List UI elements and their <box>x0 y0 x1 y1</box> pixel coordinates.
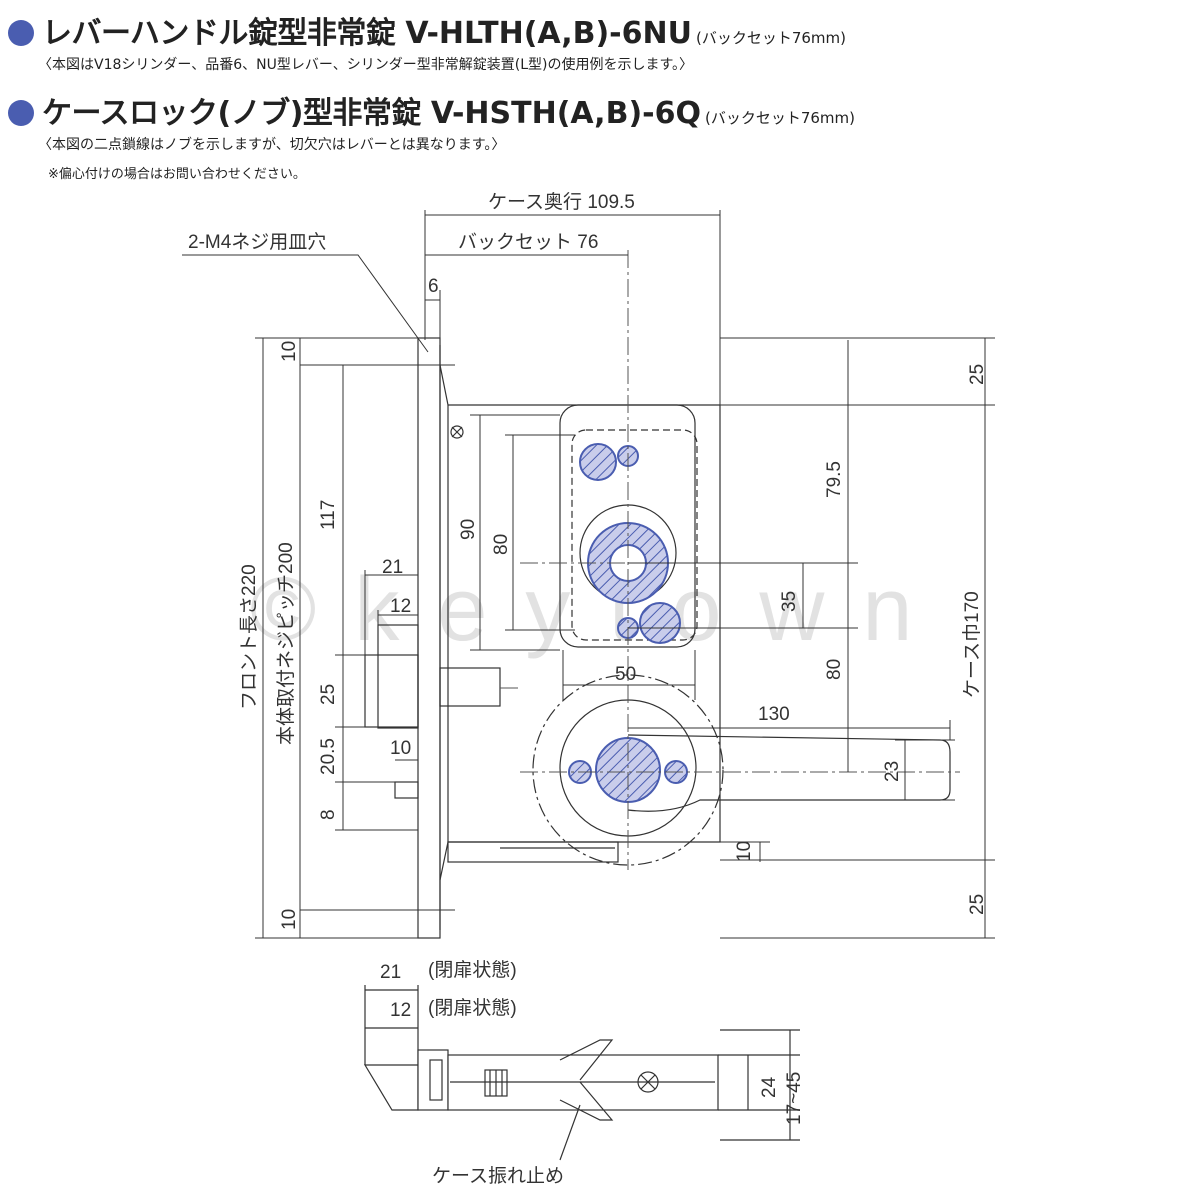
header-note: ※偏心付けの場合はお問い合わせください。 <box>48 167 306 182</box>
label-24: 24 <box>759 1076 780 1098</box>
case-body <box>364 404 951 866</box>
label-12: 12 <box>390 596 411 617</box>
label-anti-swing: ケース振れ止め <box>432 1165 564 1187</box>
label-b21-note: (閉扉状態) <box>428 959 517 981</box>
label-b12: 12 <box>390 1000 411 1021</box>
dimension-lines <box>182 210 995 939</box>
label-8: 8 <box>318 809 339 820</box>
label-25-right-top: 25 <box>967 364 988 385</box>
center-lines <box>500 250 960 870</box>
label-front-length: フロント長さ220 <box>239 564 260 710</box>
section-view <box>363 985 800 1161</box>
label-10-top: 10 <box>279 341 300 362</box>
product-subtitle-1: 〈本図はV18シリンダー、品番6、NU型レバー、シリンダー型非常解錠装置(L型)… <box>38 57 694 73</box>
label-b21: 21 <box>380 962 401 983</box>
bullet-icon <box>8 20 34 46</box>
front-plate <box>417 337 721 939</box>
label-20-5: 20.5 <box>318 738 339 775</box>
product-title-1: レバーハンドル錠型非常錠 <box>42 16 396 51</box>
label-10-bottom: 10 <box>279 909 300 930</box>
label-case-width: ケース巾170 <box>961 591 983 698</box>
label-screw-hole: 2-M4ネジ用皿穴 <box>188 231 326 253</box>
backset-note-1: (バックセット76mm) <box>695 29 846 47</box>
product-title-2: ケースロック(ノブ)型非常錠 <box>42 96 421 131</box>
label-23: 23 <box>882 761 903 782</box>
label-b12-note: (閉扉状態) <box>428 997 517 1019</box>
label-10-right: 10 <box>734 841 755 862</box>
label-17-45: 17~45 <box>784 1072 805 1125</box>
label-25-left: 25 <box>318 684 339 705</box>
label-35: 35 <box>779 591 800 612</box>
label-130: 130 <box>758 704 790 725</box>
product-subtitle-2: 〈本図の二点鎖線はノブを示しますが、切欠穴はレバーとは異なります。〉 <box>38 137 506 153</box>
header-line-1: レバーハンドル錠型非常錠 V-HLTH(A,B)-6NU (バックセット76mm… <box>0 8 1200 74</box>
label-25-right-bottom: 25 <box>967 894 988 915</box>
label-50: 50 <box>615 664 636 685</box>
product-code-2: V-HSTH(A,B)-6Q <box>430 96 701 131</box>
label-79-5: 79.5 <box>824 461 845 498</box>
header-line-2: ケースロック(ノブ)型非常錠 V-HSTH(A,B)-6Q (バックセット76m… <box>0 88 1200 154</box>
label-case-depth: ケース奥行 109.5 <box>488 191 635 213</box>
bullet-icon <box>8 100 34 126</box>
product-code-1: V-HLTH(A,B)-6NU <box>405 16 692 51</box>
label-pitch: 本体取付ネジピッチ200 <box>275 542 297 745</box>
label-10-mid: 10 <box>390 738 411 759</box>
label-21: 21 <box>382 557 403 578</box>
label-backset: バックセット 76 <box>458 231 598 253</box>
backset-note-2: (バックセット76mm) <box>704 109 855 127</box>
label-90: 90 <box>458 519 479 540</box>
label-80-inner: 80 <box>491 534 512 555</box>
label-80-right: 80 <box>824 659 845 680</box>
label-6: 6 <box>428 276 439 297</box>
watermark: ©keytown <box>250 560 950 660</box>
label-117: 117 <box>318 500 339 530</box>
